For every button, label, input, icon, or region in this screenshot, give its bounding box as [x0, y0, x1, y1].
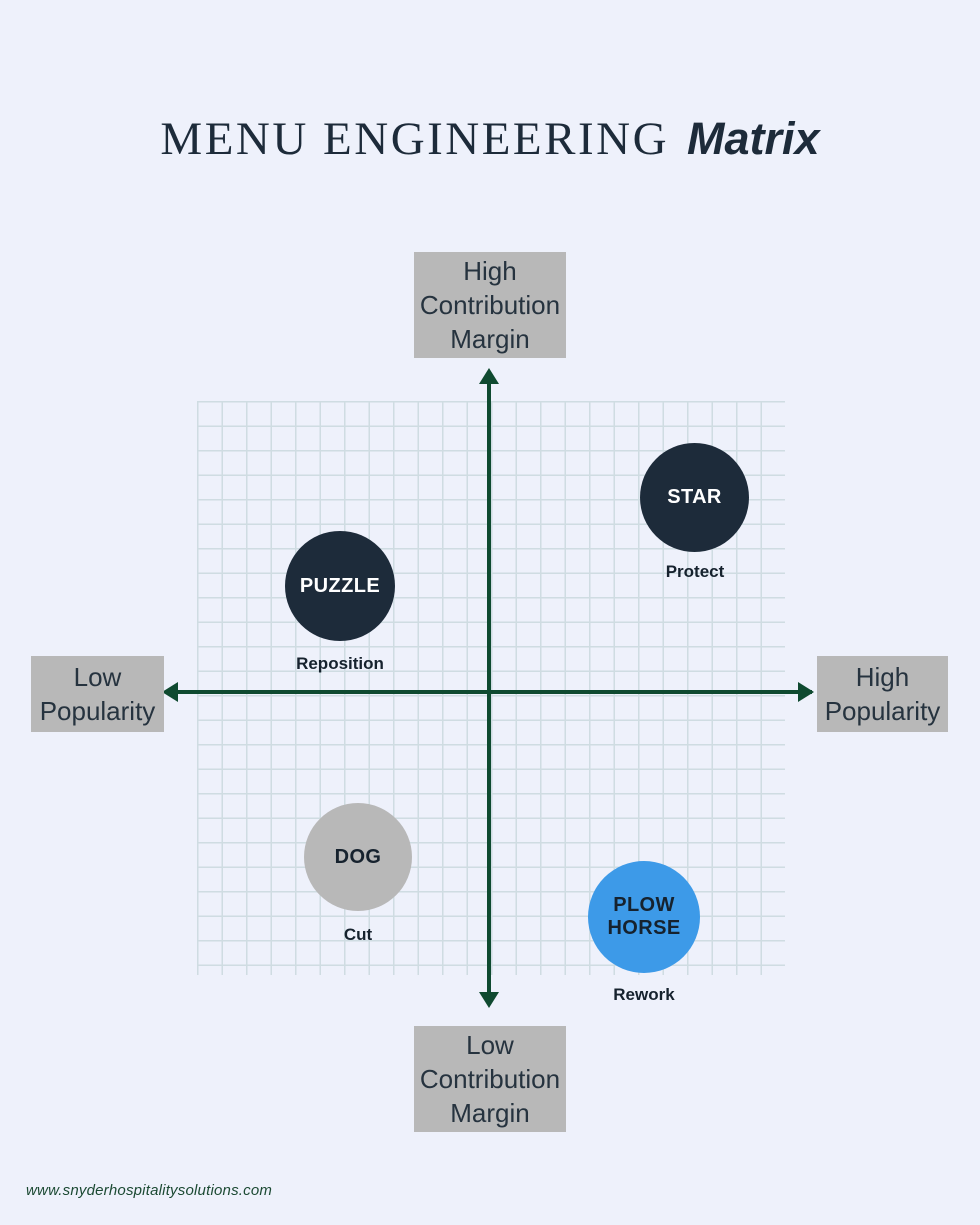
quadrant-bubble-dog: DOG: [304, 803, 412, 911]
quadrant-caption-dog: Cut: [343, 925, 373, 944]
axis-label-bottom-line1: Low: [466, 1030, 514, 1060]
axis-label-right-line2: Popularity: [824, 696, 941, 726]
axis-label-right-line1: High: [855, 662, 910, 692]
page-title: MENU ENGINEERING Matrix: [0, 112, 980, 166]
arrow-up-icon: [479, 368, 499, 384]
quadrant-bubble-plow-horse-line1: PLOW: [613, 894, 675, 917]
footer-website: www.snyderhospitalitysolutions.com: [26, 1182, 273, 1199]
quadrant-caption-star: Protect: [665, 562, 725, 581]
axis-label-left-line1: Low: [73, 662, 122, 692]
quadrant-bubble-star: STAR: [640, 443, 749, 552]
axis-label-bottom-line3: Margin: [450, 1098, 530, 1128]
axis-label-left-line2: Popularity: [39, 696, 156, 726]
horizontal-axis-line: [176, 690, 812, 694]
axis-label-top-line1: High: [463, 256, 517, 286]
axis-label-low-contribution-margin: Low Contribution Margin: [414, 1026, 566, 1132]
quadrant-bubble-puzzle-label: PUZZLE: [299, 574, 381, 597]
axis-label-top-line3: Margin: [450, 324, 530, 354]
arrow-right-icon: [798, 682, 814, 702]
quadrant-caption-puzzle: Reposition: [296, 654, 384, 673]
quadrant-bubble-star-label: STAR: [667, 486, 722, 509]
axis-label-high-popularity: High Popularity: [817, 656, 948, 732]
arrow-left-icon: [162, 682, 178, 702]
quadrant-bubble-plow-horse-line2: HORSE: [607, 917, 681, 939]
axis-label-high-contribution-margin: High Contribution Margin: [414, 252, 566, 358]
quadrant-bubble-puzzle: PUZZLE: [285, 531, 395, 641]
quadrant-bubble-plow-horse-label: PLOW HORSE: [607, 894, 680, 939]
quadrant-bubble-plow-horse: PLOW HORSE: [588, 861, 700, 973]
arrow-down-icon: [479, 992, 499, 1008]
axis-label-top-line2: Contribution: [419, 290, 561, 320]
quadrant-caption-plow-horse: Rework: [613, 985, 675, 1004]
axis-label-low-popularity: Low Popularity: [31, 656, 164, 732]
axis-label-bottom-line2: Contribution: [419, 1064, 561, 1094]
page-title-accent: Matrix: [687, 113, 820, 164]
page-title-main: MENU ENGINEERING: [160, 113, 670, 165]
quadrant-bubble-dog-label: DOG: [334, 845, 382, 868]
